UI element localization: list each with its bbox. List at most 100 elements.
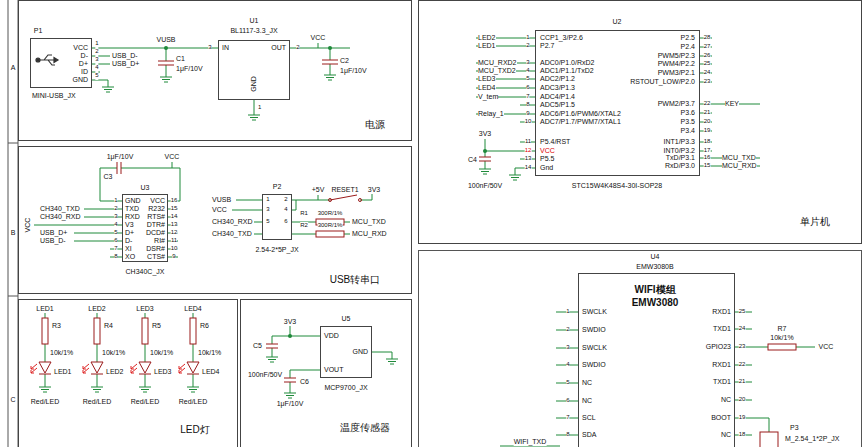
schematic-label: 2 — [526, 42, 529, 49]
node-text: EMW3080B — [636, 263, 673, 271]
schematic-label: RESET1 — [331, 186, 358, 194]
schematic-label: 8 — [526, 101, 529, 108]
schematic-label: GND — [250, 76, 258, 92]
schematic-label: VCC — [165, 153, 180, 161]
schematic-label: BOOT — [711, 414, 731, 422]
schematic-label: LED4 — [184, 305, 202, 313]
schematic-label: ADC2/P1.2 — [540, 75, 575, 83]
schematic-label: 10k/1% — [50, 349, 73, 357]
schematic-label: 11 — [525, 138, 531, 145]
schematic-label: PWM4/P2.2 — [658, 60, 695, 68]
schematic-label: NC — [721, 396, 731, 404]
schematic-label: 1 — [566, 308, 569, 315]
schematic-label: 2 — [566, 326, 569, 333]
node-text: CH340C_JX — [126, 268, 165, 276]
schematic-label: A — [11, 64, 16, 72]
schematic-label: 10 — [525, 118, 532, 125]
schematic-label: SDA — [582, 431, 596, 439]
schematic-label: 24 — [739, 325, 746, 332]
node-heading: U1 — [250, 17, 259, 25]
schematic-label: ADC3/P1.3 — [540, 84, 575, 92]
schematic-label: P2.4 — [681, 43, 695, 51]
schematic-label: 1 — [266, 196, 269, 203]
schematic-label: KEY — [725, 100, 739, 108]
schematic-label: 10k/1% — [198, 349, 221, 357]
ground-symbols — [39, 72, 521, 398]
schematic-label: LED3 — [154, 368, 172, 376]
net-label: VUSB — [156, 36, 175, 44]
schematic-label: NC — [582, 379, 592, 387]
schematic-label: 3V3 — [368, 186, 380, 194]
schematic-label: R5 — [152, 322, 161, 330]
schematic-label: 26 — [704, 52, 711, 59]
node-text: STC15W4K48S4-30I-SOP28 — [572, 182, 662, 190]
schematic-label: C5 — [253, 342, 262, 350]
schematic-label: 3 — [566, 344, 569, 351]
schematic-label: VCC — [24, 218, 32, 233]
schematic-label: TXD1 — [713, 378, 731, 386]
schematic-label: 6 — [566, 397, 569, 404]
schematic-label: 3 — [208, 44, 211, 51]
schematic-label: CH340_TXD — [212, 230, 252, 238]
schematic-label: 19 — [704, 127, 711, 134]
schematic-label: 6 — [526, 84, 529, 91]
schematic-label: P5.5 — [540, 155, 554, 163]
schematic-label: 24 — [704, 69, 711, 76]
schematic-label: P3.4 — [681, 127, 695, 135]
schematic-label: 1μF/10V — [107, 153, 134, 161]
schematic-label: VOUT — [324, 366, 343, 374]
schematic-label: 1 — [95, 40, 98, 47]
schematic-label: 19 — [739, 414, 746, 421]
schematic-label: VCC — [311, 34, 326, 42]
schematic-label: NC — [582, 397, 592, 405]
schematic-label: USB_D+ — [112, 60, 139, 68]
node-heading: P1 — [34, 27, 43, 35]
schematic-label: R4 — [104, 322, 113, 330]
schematic-label: 6 — [284, 218, 287, 225]
schematic-label: C3 — [104, 173, 113, 181]
schematic-label: 13 — [525, 155, 532, 162]
schematic-label: XO — [125, 253, 135, 261]
schematic-label: 3V3 — [479, 130, 491, 138]
schematic-label: GND — [72, 76, 88, 84]
schematic-label: 23 — [739, 343, 746, 350]
schematic-label: NC — [721, 431, 731, 439]
schematic-label: VUSB — [212, 196, 231, 204]
schematic-label: MCU_RXD — [352, 230, 387, 238]
node-heading: P2 — [273, 183, 282, 191]
schematic-label: 4 — [95, 64, 98, 71]
schematic-label: 4 — [566, 361, 569, 368]
schematic-label: LED4 — [478, 84, 496, 92]
schematic-label: P5.4/RST — [540, 138, 570, 146]
schematic-label: LED1 — [54, 368, 72, 376]
schematic-label: 3 — [266, 206, 269, 213]
schematic-label: 7 — [114, 245, 117, 252]
schematic-label: C1 — [176, 55, 185, 63]
schematic-label: PWM3/P2.1 — [658, 69, 695, 77]
schematic-label: 20 — [739, 396, 746, 403]
schematic-label: 2 — [95, 48, 98, 55]
schematic-label: 5 — [566, 379, 569, 386]
schematic-label: P3.6 — [681, 109, 695, 117]
schematic-label: P2.5 — [681, 34, 695, 42]
schematic-label: 10k/1% — [150, 349, 173, 357]
schematic-label: RXD1 — [712, 308, 731, 316]
schematic-label: RSTOUT_LOW/P2.0 — [630, 78, 695, 86]
schematic-label: LED1 — [478, 42, 496, 50]
schematic-label: 14 — [525, 164, 532, 171]
schematic-label: R6 — [200, 322, 209, 330]
node-heading: U4 — [651, 253, 660, 261]
schematic-label: 4 — [526, 67, 529, 74]
node-text: 2.54-2*5P_JX — [255, 246, 298, 254]
schematic-label: P3.5 — [681, 118, 695, 126]
schematic-label: 28 — [704, 34, 711, 41]
schematic-label: 100nF/50V — [248, 371, 282, 379]
schematic-label: 15 — [704, 162, 711, 169]
schematic-label: 25 — [704, 60, 711, 67]
schematic-label: 18 — [704, 138, 711, 145]
schematic-label: LED2 — [106, 368, 124, 376]
schematic-label: R7 — [778, 325, 787, 333]
schematic-label: MCU_TXD — [352, 218, 386, 226]
schematic-label: USB_D- — [40, 237, 66, 245]
schematic-label: 8 — [114, 253, 117, 260]
